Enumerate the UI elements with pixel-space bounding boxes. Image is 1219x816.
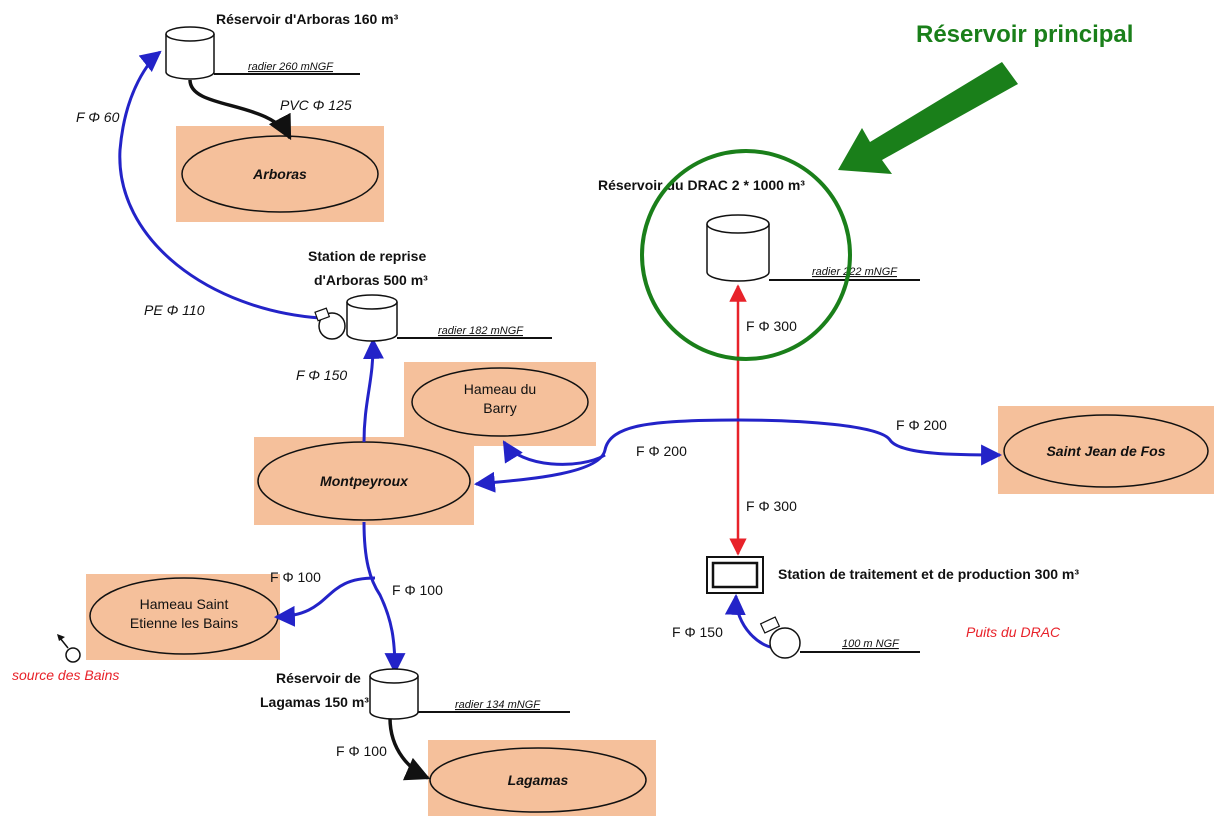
source-bains-arrow bbox=[57, 634, 65, 641]
reservoir-drac-body bbox=[706, 224, 770, 282]
pipe-f60-pe110 bbox=[118, 50, 321, 320]
reservoir-lagamas-body bbox=[369, 676, 419, 720]
reservoir-arboras-top bbox=[165, 26, 215, 42]
station-reprise-body bbox=[346, 302, 398, 342]
pipe-label-f300-bottom: F Φ 300 bbox=[746, 498, 797, 514]
treatment-station: Station de traitement et de production 3… bbox=[706, 556, 1079, 594]
area-saint-jean-ellipse bbox=[1003, 414, 1209, 488]
pipe-label-f100-etienne: F Φ 100 bbox=[270, 569, 321, 585]
well-label: Puits du DRAC bbox=[966, 624, 1061, 640]
reservoir-lagamas-title-line2: Lagamas 150 m³ bbox=[260, 694, 369, 710]
reservoir-arboras-title: Réservoir d'Arboras 160 m³ bbox=[216, 11, 399, 27]
reservoir-lagamas-radier: radier 134 mNGF bbox=[455, 699, 541, 711]
area-lagamas-label: Lagamas bbox=[508, 772, 569, 788]
highlight-arrow-icon bbox=[838, 62, 1018, 174]
reservoir-arboras-body bbox=[165, 34, 215, 80]
source-bains-label: source des Bains bbox=[12, 667, 119, 683]
pipe-label-pvc125: PVC Φ 125 bbox=[280, 97, 352, 113]
highlight-label: Réservoir principal bbox=[916, 21, 1133, 48]
area-saint-jean-de-fos: Saint Jean de Fos bbox=[998, 406, 1214, 494]
treatment-station-label: Station de traitement et de production 3… bbox=[778, 566, 1079, 582]
pipe-f200-barry bbox=[502, 440, 606, 466]
area-arboras: Arboras bbox=[176, 126, 384, 222]
area-arboras-label: Arboras bbox=[252, 166, 307, 182]
pipe-label-f200-saint-jean: F Φ 200 bbox=[896, 417, 947, 433]
source-bains-stem bbox=[59, 637, 69, 649]
pipe-label-f150-well: F Φ 150 bbox=[672, 624, 723, 640]
reservoir-drac-radier: radier 222 mNGF bbox=[812, 266, 898, 278]
pipe-label-f300-top: F Φ 300 bbox=[746, 318, 797, 334]
station-reprise-title-line1: Station de reprise bbox=[308, 248, 426, 264]
pipe-label-f60: F Φ 60 bbox=[76, 109, 120, 125]
area-montpeyroux-label: Montpeyroux bbox=[320, 473, 409, 489]
well-pump-ngf: 100 m NGF bbox=[842, 638, 900, 650]
pipe-label-f100-bottom: F Φ 100 bbox=[336, 743, 387, 759]
reservoir-arboras: radier 260 mNGF Réservoir d'Arboras 160 … bbox=[165, 11, 399, 80]
pipe-f100-lagamas bbox=[362, 521, 406, 675]
area-barry-ellipse bbox=[411, 367, 589, 437]
reservoir-arboras-radier: radier 260 mNGF bbox=[248, 61, 334, 73]
station-reprise-title-line2: d'Arboras 500 m³ bbox=[314, 272, 428, 288]
reservoir-drac-title: Réservoir du DRAC 2 * 1000 m³ bbox=[598, 177, 805, 193]
station-reprise-pump-icon bbox=[318, 312, 346, 340]
pipe-label-f200-barry: F Φ 200 bbox=[636, 443, 687, 459]
area-barry: Hameau du Barry bbox=[404, 362, 596, 446]
area-saint-etienne: Hameau Saint Etienne les Bains bbox=[86, 574, 280, 660]
pipe-f200-saint-jean bbox=[737, 418, 1003, 466]
station-reprise-radier: radier 182 mNGF bbox=[438, 325, 524, 337]
area-saint-jean-label: Saint Jean de Fos bbox=[1046, 443, 1165, 459]
highlight-circle bbox=[640, 149, 852, 361]
source-bains-icon bbox=[65, 647, 81, 663]
station-reprise: radier 182 mNGF Station de reprise d'Arb… bbox=[308, 248, 552, 342]
area-lagamas: Lagamas bbox=[428, 740, 656, 816]
area-saint-etienne-label-line1: Hameau Saint bbox=[140, 596, 229, 612]
station-reprise-top bbox=[346, 294, 398, 310]
pipe-f100-bottom bbox=[388, 717, 431, 781]
area-barry-label-line2: Barry bbox=[483, 400, 516, 416]
treatment-station-inner bbox=[711, 561, 759, 589]
well-pump-icon bbox=[769, 627, 801, 659]
pipe-f200-montpeyroux bbox=[473, 418, 739, 493]
pipe-label-f100-lagamas: F Φ 100 bbox=[392, 582, 443, 598]
reservoir-lagamas: radier 134 mNGF Réservoir de Lagamas 150… bbox=[260, 668, 570, 720]
pipe-pvc125 bbox=[188, 79, 292, 141]
well-pump-outlet bbox=[759, 616, 781, 634]
reservoir-lagamas-top bbox=[369, 668, 419, 684]
source-bains: source des Bains bbox=[12, 634, 119, 683]
pipe-label-f150-reprise: F Φ 150 bbox=[296, 367, 347, 383]
reservoir-drac: radier 222 mNGF Réservoir du DRAC 2 * 10… bbox=[598, 177, 920, 282]
area-barry-label-line1: Hameau du bbox=[464, 381, 536, 397]
station-reprise-pump-outlet bbox=[314, 307, 331, 322]
main-reservoir-highlight: Réservoir principal bbox=[640, 21, 1133, 361]
pipe-label-pe110: PE Φ 110 bbox=[144, 302, 205, 318]
pipe-f150-reprise bbox=[362, 337, 384, 443]
area-montpeyroux: Montpeyroux bbox=[254, 437, 474, 525]
pipe-f100-etienne bbox=[273, 576, 376, 627]
area-saint-etienne-label-line2: Etienne les Bains bbox=[130, 615, 238, 631]
well-pump: 100 m NGF Puits du DRAC bbox=[759, 616, 1061, 659]
reservoir-drac-top bbox=[706, 214, 770, 234]
reservoir-lagamas-title-line1: Réservoir de bbox=[276, 670, 361, 686]
